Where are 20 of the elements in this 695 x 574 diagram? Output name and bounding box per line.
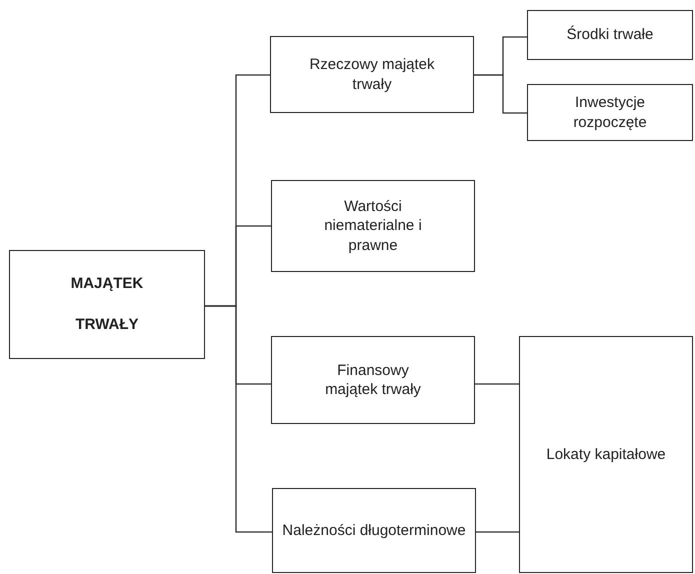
category-box [271,180,475,272]
box-label: Środki trwałe [566,25,654,45]
category-box [270,36,474,113]
category-box [272,488,476,573]
connector-line [476,531,519,533]
category-box [527,84,693,141]
box-label: Lokaty kapitałowe [546,445,666,465]
box-label: Finansowy majątek trwały [324,360,422,400]
category-box [527,10,693,60]
box-label: Inwestycje rozpoczęte [572,93,648,132]
category-box [9,250,205,359]
box-label: MAJĄTEK TRWAŁY [70,274,144,334]
box-label: Rzeczowy majątek trwały [308,55,436,94]
box-label: Wartości niematerialne i prawne [323,196,423,256]
box-label: Należności długoterminowe [282,520,466,540]
connector-line [475,383,519,385]
connector-line [474,74,527,114]
category-box [271,336,475,424]
connector-line [205,305,272,533]
category-box [519,336,693,573]
